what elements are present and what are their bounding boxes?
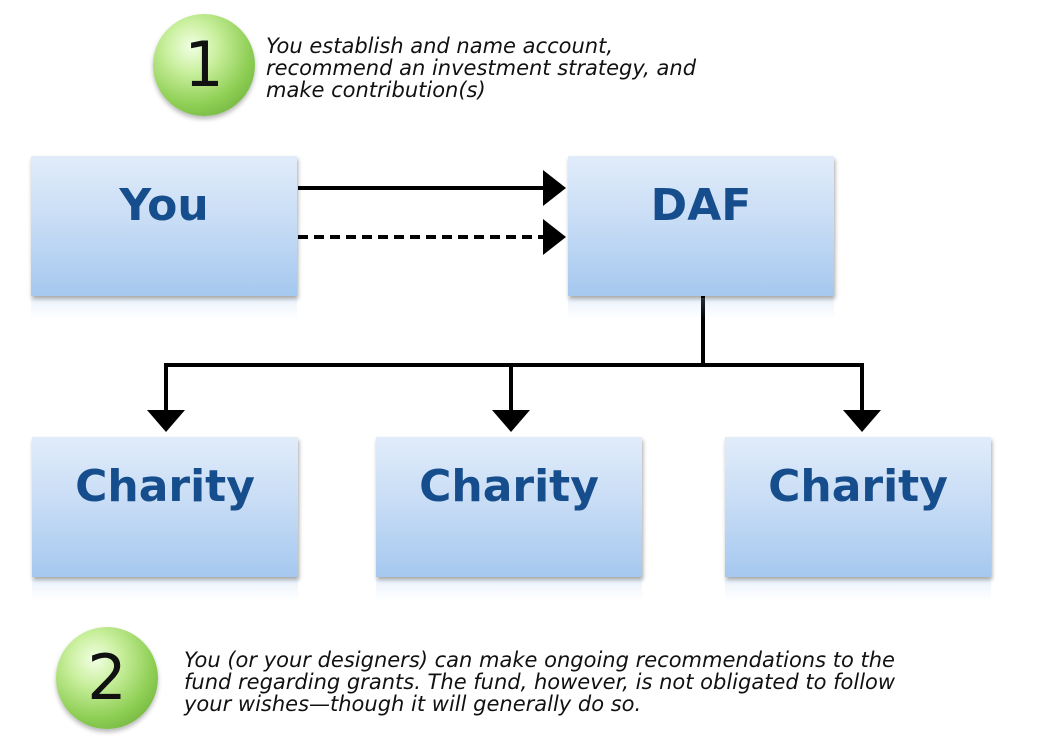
down-arrowhead-2 <box>492 410 530 432</box>
charity-box-1: Charity <box>32 437 298 577</box>
step-2-badge: 2 <box>56 627 158 729</box>
dashed-arrowhead <box>543 219 566 255</box>
step-2-description: You (or your designers) can make ongoing… <box>184 649 895 715</box>
step-2-line-2: fund regarding grants. The fund, however… <box>184 670 896 694</box>
charity-box-1-reflection <box>32 579 298 601</box>
step-1-line-3: make contribution(s) <box>266 78 486 102</box>
charity-box-3-reflection <box>725 579 991 601</box>
step-1-line-2: recommend an investment strategy, and <box>266 56 697 80</box>
daf-box-reflection <box>568 298 834 320</box>
charity-box-2: Charity <box>376 437 642 577</box>
charity-label-3: Charity <box>768 461 948 512</box>
step-1-badge: 1 <box>153 14 255 116</box>
charity-label-1: Charity <box>75 461 255 512</box>
charity-label-2: Charity <box>419 461 599 512</box>
you-box: You <box>31 156 297 296</box>
step-1-description: You establish and name account, recommen… <box>266 35 696 101</box>
daf-label: DAF <box>650 180 752 231</box>
step-1-number: 1 <box>184 28 224 101</box>
down-arrowhead-3 <box>843 410 881 432</box>
daf-box: DAF <box>568 156 834 296</box>
solid-arrowhead <box>543 170 566 206</box>
charity-box-3: Charity <box>725 437 991 577</box>
down-arrowhead-1 <box>147 410 185 432</box>
you-box-reflection <box>31 298 297 320</box>
step-2-line-3: your wishes—though it will generally do … <box>184 692 642 716</box>
you-label: You <box>119 180 209 231</box>
step-1-line-1: You establish and name account, <box>266 34 613 58</box>
charity-box-2-reflection <box>376 579 642 601</box>
step-2-line-1: You (or your designers) can make ongoing… <box>184 648 895 672</box>
step-2-number: 2 <box>87 641 127 714</box>
